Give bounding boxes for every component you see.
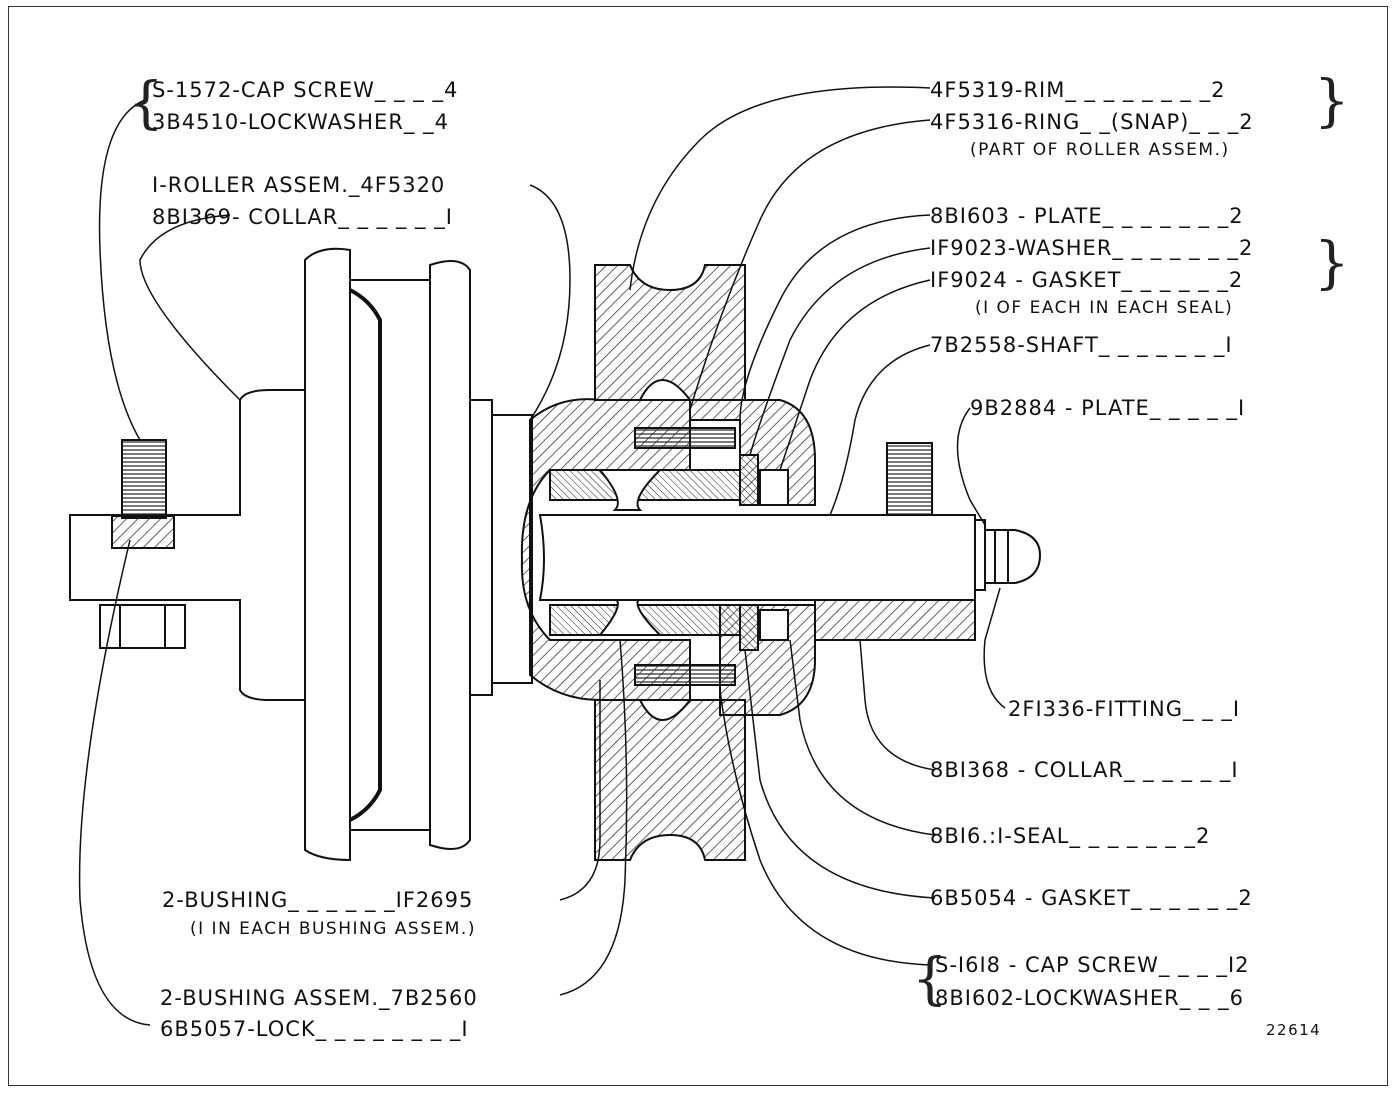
label-ring-note: (PART OF ROLLER ASSEM.) [970, 140, 1230, 160]
label-shaft-7b2558: 7B2558-SHAFT_ _ _ _ _ _ _I [930, 333, 1233, 357]
label-seal-8b16: 8BI6.:I-SEAL_ _ _ _ _ _ _2 [930, 824, 1211, 848]
label-lockwasher-8b1602: 8BI602-LOCKWASHER_ _ _6 [935, 986, 1244, 1010]
seal-spring-lower [759, 609, 789, 641]
lube-fitting [984, 529, 1042, 584]
roller-rim [429, 260, 471, 850]
brace-right-seal: } [1314, 231, 1350, 296]
label-lock-6b5057: 6B5057-LOCK_ _ _ _ _ _ _ _I [160, 1017, 469, 1041]
label-lockwasher-3b4510: 3B4510-LOCKWASHER_ _4 [152, 110, 449, 134]
brace-right-rim: } [1314, 69, 1350, 134]
roller-tread [349, 279, 431, 831]
label-cap-screw-s1572: S-1572-CAP SCREW_ _ _ _4 [152, 78, 459, 102]
label-gasket-6b5054: 6B5054 - GASKET_ _ _ _ _ _2 [930, 886, 1253, 910]
shaft [538, 514, 976, 601]
label-bushing-1f2695: 2-BUSHING_ _ _ _ _ _IF2695 [162, 888, 474, 912]
label-bushing-assem-7b2560: 2-BUSHING ASSEM._7B2560 [160, 986, 478, 1010]
label-seal-note: (I OF EACH IN EACH SEAL) [975, 298, 1234, 318]
label-collar-8b1369: 8BI369- COLLAR_ _ _ _ _ _I [152, 205, 453, 229]
label-plate-9b2884: 9B2884 - PLATE_ _ _ _ _I [970, 396, 1246, 420]
brace-left-top: { [128, 71, 164, 136]
label-fitting-2f1336: 2FI336-FITTING_ _ _I [1008, 697, 1241, 721]
label-gasket-1f9024: IF9024 - GASKET_ _ _ _ _ _2 [930, 268, 1244, 292]
stud-right [886, 442, 933, 516]
plate-right [974, 519, 986, 591]
gasket-lower [739, 604, 759, 651]
cap-screw-lower [634, 664, 736, 686]
lock-block [111, 515, 175, 549]
drawing-number: 22614 [1266, 1021, 1322, 1039]
drawing-frame [8, 6, 1388, 1086]
brace-left-screw: { [912, 947, 948, 1012]
roller-flange [304, 247, 351, 862]
collar-right [814, 599, 976, 641]
label-plate-8b1603: 8BI603 - PLATE_ _ _ _ _ _ _2 [930, 204, 1244, 228]
rim-bottom [594, 699, 746, 861]
label-collar-8b1368: 8BI368 - COLLAR_ _ _ _ _ _I [930, 758, 1239, 782]
roller-hub [469, 399, 493, 696]
cap-screw-upper [634, 427, 736, 449]
gasket-upper [739, 454, 759, 506]
rim-top [594, 264, 746, 401]
label-ring-4f5316: 4F5316-RING_ _(SNAP)_ _ _2 [930, 110, 1254, 134]
label-bushing-note: (I IN EACH BUSHING ASSEM.) [190, 919, 476, 939]
seal-spring-upper [759, 469, 789, 506]
nut-left [99, 604, 186, 649]
label-cap-screw-s1618: S-I6I8 - CAP SCREW_ _ _ _I2 [935, 953, 1250, 977]
label-rim-4f5319: 4F5319-RIM_ _ _ _ _ _ _ _2 [930, 78, 1226, 102]
stud-left [121, 439, 167, 519]
label-roller-assem: I-ROLLER ASSEM._4F5320 [152, 173, 446, 197]
label-washer-1f9023: IF9023-WASHER_ _ _ _ _ _ _2 [930, 236, 1254, 260]
